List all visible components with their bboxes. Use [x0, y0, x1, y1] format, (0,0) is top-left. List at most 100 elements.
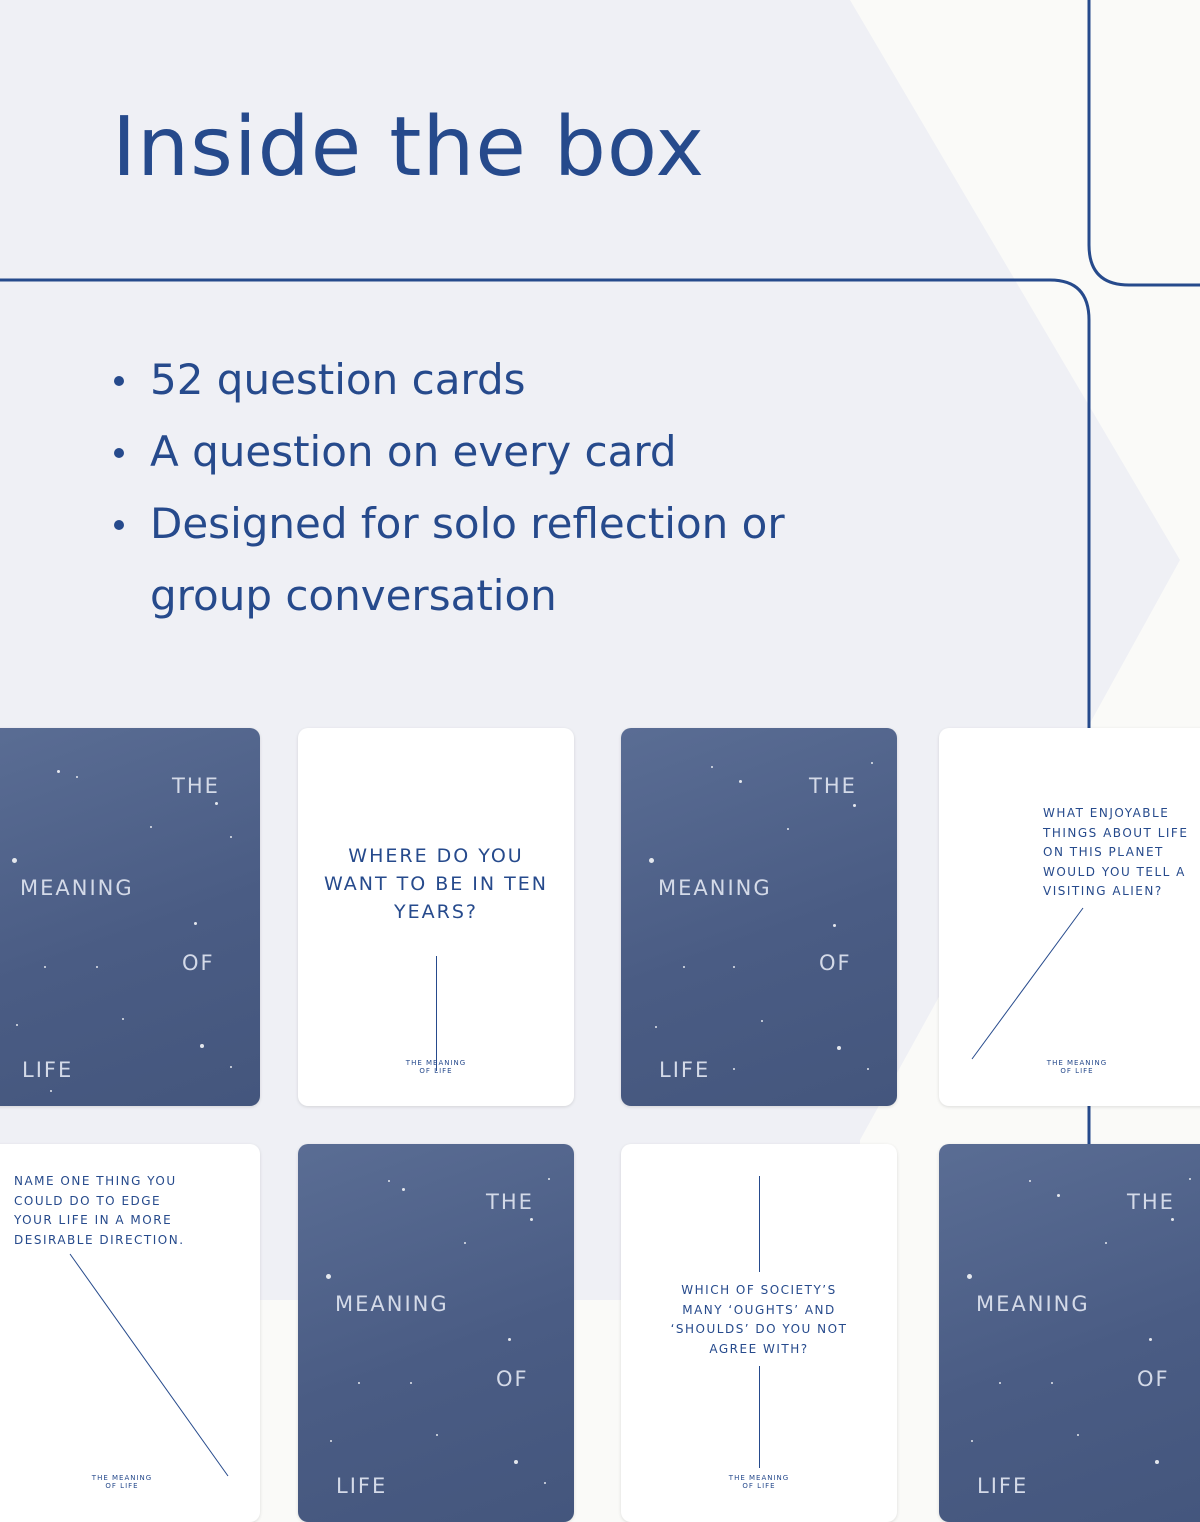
card-diagonal-line	[69, 1253, 229, 1477]
card-diagonal-line	[971, 907, 1084, 1060]
star-dot	[402, 1188, 405, 1191]
star-dot	[1155, 1460, 1159, 1464]
star-dot	[711, 766, 713, 768]
star-dot	[683, 966, 685, 968]
star-dot	[1171, 1218, 1174, 1221]
star-dot	[867, 1068, 869, 1070]
card-word-meaning: MEANING	[20, 876, 134, 900]
question-card: WHAT ENJOYABLE THINGS ABOUT LIFE ON THIS…	[939, 728, 1200, 1106]
star-dot	[326, 1274, 331, 1279]
card-footer-line: OF LIFE	[742, 1482, 776, 1490]
card-footer-line: OF LIFE	[1060, 1067, 1094, 1075]
star-dot	[1105, 1242, 1107, 1244]
star-dot	[76, 776, 78, 778]
star-dot	[16, 1024, 18, 1026]
star-dot	[44, 966, 46, 968]
star-dot	[96, 966, 98, 968]
card-word-of: OF	[1137, 1367, 1170, 1391]
card-footer: THE MEANING OF LIFE	[298, 1059, 574, 1075]
star-dot	[194, 922, 197, 925]
frame-line-main	[0, 278, 1091, 728]
question-text: WHICH OF SOCIETY’S MANY ‘OUGHTS’ AND ‘SH…	[670, 1283, 848, 1356]
card-back: THE MEANING OF LIFE	[298, 1144, 574, 1522]
feature-item: 52 question cards	[112, 344, 910, 416]
star-dot	[200, 1044, 204, 1048]
card-footer: THE MEANING OF LIFE	[939, 1059, 1200, 1075]
star-dot	[122, 1018, 124, 1020]
card-footer-line: THE MEANING	[405, 1059, 467, 1067]
star-dot	[787, 828, 789, 830]
star-dot	[508, 1338, 511, 1341]
card-word-life: LIFE	[659, 1058, 711, 1082]
star-dot	[215, 802, 218, 805]
question-text: NAME ONE THING YOU COULD DO TO EDGE YOUR…	[14, 1174, 185, 1247]
star-dot	[50, 1090, 52, 1092]
card-word-life: LIFE	[22, 1058, 74, 1082]
star-dot	[544, 1482, 546, 1484]
star-dot	[57, 770, 60, 773]
card-word-the: THE	[1127, 1190, 1175, 1214]
star-dot	[655, 1026, 657, 1028]
card-footer-line: THE MEANING	[728, 1474, 790, 1482]
star-dot	[733, 1068, 735, 1070]
feature-item: A question on every card	[112, 416, 910, 488]
card-word-meaning: MEANING	[658, 876, 772, 900]
question-card: WHERE DO YOU WANT TO BE IN TEN YEARS? TH…	[298, 728, 574, 1106]
page-title: Inside the box	[112, 100, 706, 195]
feature-list: 52 question cards A question on every ca…	[112, 344, 910, 632]
star-dot	[871, 762, 873, 764]
card-word-meaning: MEANING	[976, 1292, 1090, 1316]
star-dot	[358, 1382, 360, 1384]
star-dot	[649, 858, 654, 863]
star-dot	[436, 1434, 438, 1436]
star-dot	[1029, 1180, 1031, 1182]
card-word-the: THE	[809, 774, 857, 798]
question-card: WHICH OF SOCIETY’S MANY ‘OUGHTS’ AND ‘SH…	[621, 1144, 897, 1522]
star-dot	[999, 1382, 1001, 1384]
star-dot	[1077, 1434, 1079, 1436]
star-dot	[1057, 1194, 1060, 1197]
star-dot	[388, 1180, 390, 1182]
card-word-life: LIFE	[336, 1474, 388, 1498]
card-word-of: OF	[819, 951, 852, 975]
card-footer-line: OF LIFE	[419, 1067, 453, 1075]
card-line	[759, 1176, 760, 1272]
star-dot	[150, 826, 152, 828]
card-word-life: LIFE	[977, 1474, 1029, 1498]
card-footer-line: THE MEANING	[91, 1474, 153, 1482]
star-dot	[330, 1440, 332, 1442]
question-card: NAME ONE THING YOU COULD DO TO EDGE YOUR…	[0, 1144, 260, 1522]
frame-line-top-box	[1087, 0, 1200, 287]
question-text: WHAT ENJOYABLE THINGS ABOUT LIFE ON THIS…	[1043, 806, 1189, 898]
star-dot	[12, 858, 17, 863]
card-word-of: OF	[496, 1367, 529, 1391]
card-line	[759, 1366, 760, 1468]
star-dot	[733, 966, 735, 968]
card-footer-line: THE MEANING	[1046, 1059, 1108, 1067]
star-dot	[410, 1382, 412, 1384]
star-dot	[837, 1046, 841, 1050]
star-dot	[230, 1066, 232, 1068]
star-dot	[967, 1274, 972, 1279]
card-word-the: THE	[486, 1190, 534, 1214]
star-dot	[739, 780, 742, 783]
card-line	[436, 956, 437, 1071]
question-text: WHERE DO YOU WANT TO BE IN TEN YEARS?	[324, 845, 548, 923]
star-dot	[514, 1460, 518, 1464]
star-dot	[833, 924, 836, 927]
star-dot	[1189, 1178, 1191, 1180]
star-dot	[464, 1242, 466, 1244]
feature-item: Designed for solo reflection or group co…	[112, 488, 910, 632]
card-word-meaning: MEANING	[335, 1292, 449, 1316]
star-dot	[1149, 1338, 1152, 1341]
star-dot	[530, 1218, 533, 1221]
star-dot	[548, 1178, 550, 1180]
star-dot	[1051, 1382, 1053, 1384]
star-dot	[853, 804, 856, 807]
card-back: THE MEANING OF LIFE	[0, 728, 260, 1106]
card-footer-line: OF LIFE	[105, 1482, 139, 1490]
card-back: THE MEANING OF LIFE	[621, 728, 897, 1106]
card-word-the: THE	[172, 774, 220, 798]
star-dot	[761, 1020, 763, 1022]
card-word-of: OF	[182, 951, 215, 975]
